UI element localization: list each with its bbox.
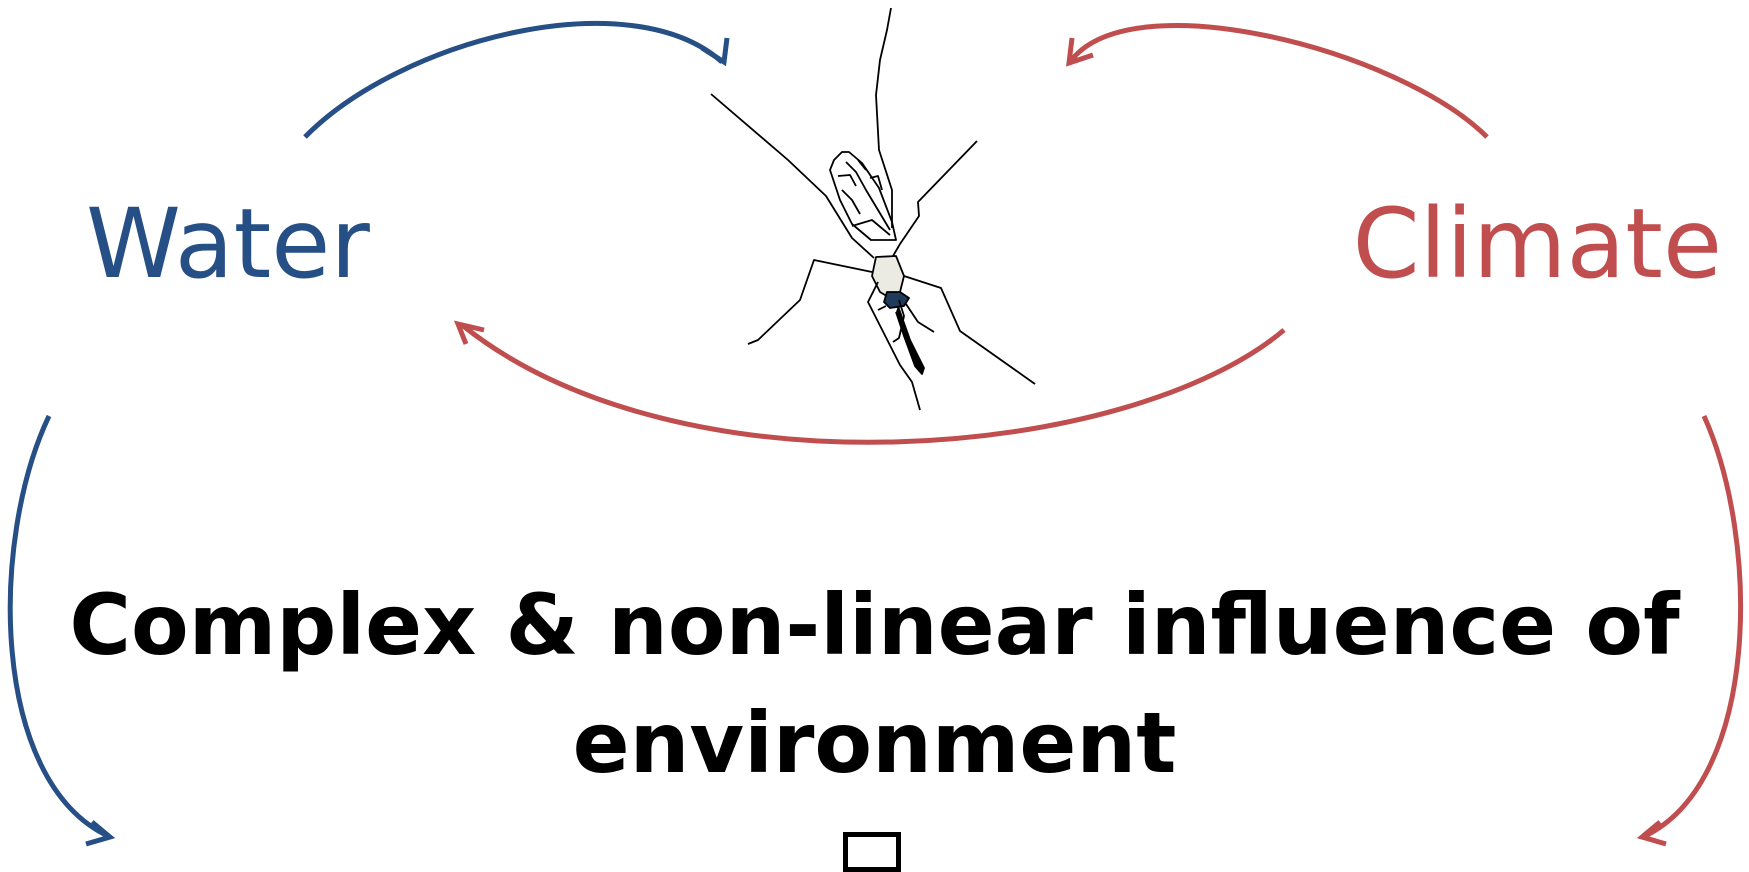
headline: Complex & non-linear influence of enviro… bbox=[0, 566, 1749, 802]
arrow-water-to-mosquito bbox=[305, 23, 722, 137]
headline-line-2: environment bbox=[0, 684, 1749, 802]
arrowhead-water-to-mosquito bbox=[702, 38, 727, 62]
headline-line-1: Complex & non-linear influence of bbox=[0, 566, 1749, 684]
arrow-climate-to-water bbox=[462, 325, 1284, 442]
arrow-climate-to-mosquito bbox=[1070, 26, 1487, 137]
climate-label: Climate bbox=[1353, 196, 1722, 292]
mosquito-icon bbox=[711, 8, 1035, 410]
box-glyph bbox=[843, 832, 901, 872]
water-label: Water bbox=[86, 196, 370, 292]
